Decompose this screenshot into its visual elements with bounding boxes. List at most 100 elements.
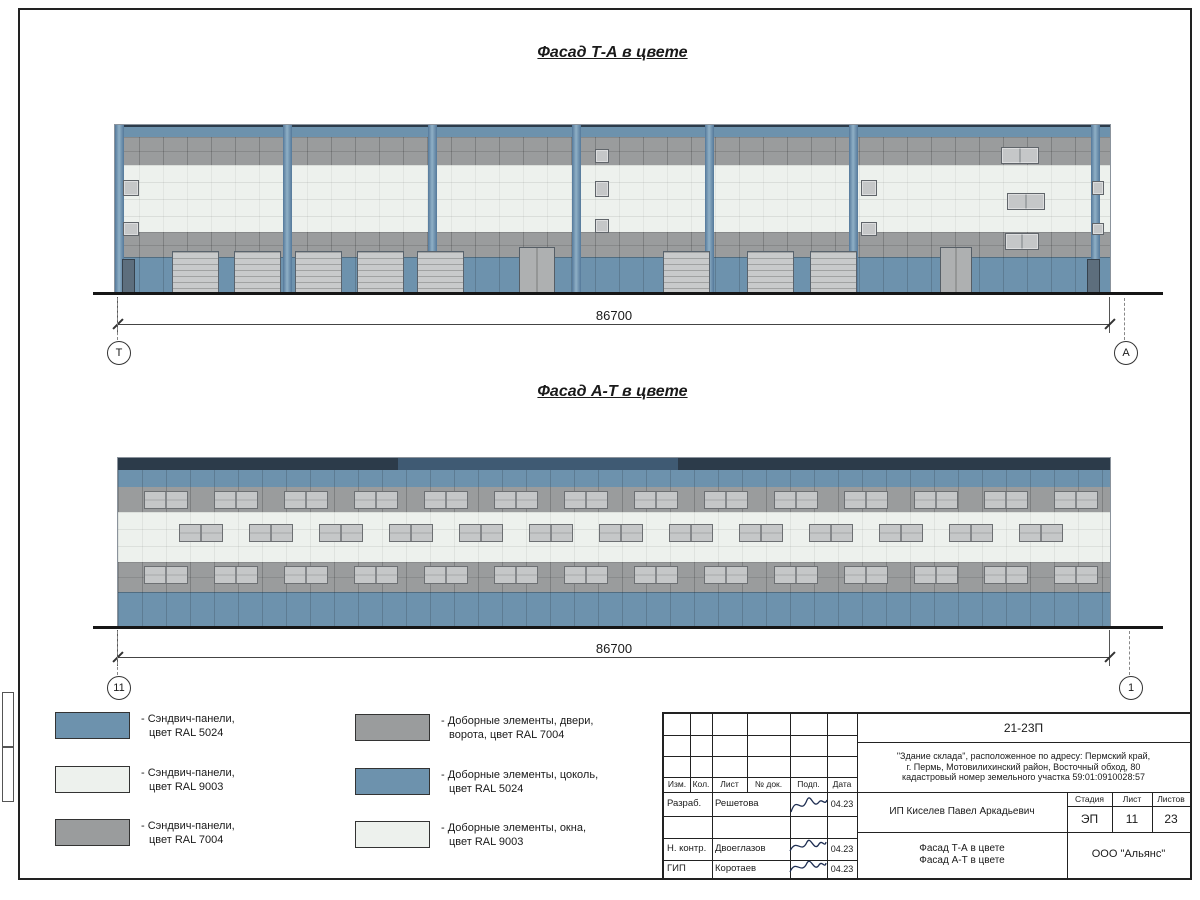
stage-header: Стадия	[1075, 793, 1104, 804]
legend-swatch-gray	[55, 819, 130, 846]
stamp-line	[790, 714, 791, 878]
extension-line	[1109, 630, 1110, 666]
dimension-line-2	[118, 657, 1110, 658]
f2-window-row1	[424, 491, 468, 509]
axis-leader	[1129, 631, 1130, 675]
f2-window-row1	[984, 491, 1028, 509]
f1-door	[519, 247, 555, 293]
sheets-total: 23	[1164, 811, 1178, 826]
stamp-line	[1067, 806, 1190, 807]
stamp-line	[1112, 792, 1113, 832]
stamp-line	[664, 735, 857, 736]
sheet-number: 11	[1125, 811, 1139, 826]
legend-label: - Доборные элементы, двери,	[441, 715, 594, 727]
stamp-col-data: Дата	[832, 779, 852, 790]
stamp-line	[664, 838, 857, 839]
f1-pilaster	[283, 125, 292, 293]
sheet-header: Лист	[1122, 793, 1142, 804]
stamp-line	[1152, 792, 1153, 832]
f2-window-row1	[844, 491, 888, 509]
stamp-col-kol: Кол.	[692, 779, 710, 790]
f1-pilaster	[572, 125, 581, 293]
stamp-col-izm: Изм.	[667, 779, 687, 790]
stamp-name: Коротаев	[715, 863, 757, 875]
facade-at-title: Фасад А-Т в цвете	[537, 383, 688, 400]
f1-pilaster	[705, 125, 714, 293]
f2-window-row2	[249, 524, 293, 542]
stamp-line	[857, 832, 1190, 833]
f2-window-row3	[844, 566, 888, 584]
f2-window-row2	[459, 524, 503, 542]
f1-pilaster	[115, 125, 124, 293]
f2-window-row3	[144, 566, 188, 584]
stamp-line	[664, 860, 857, 861]
stamp-col-list: Лист	[720, 779, 739, 790]
f2-band-gray-top	[118, 487, 1110, 512]
signature-icon	[789, 860, 827, 873]
axis-marker-11: 11	[107, 676, 131, 700]
f2-window-row3	[984, 566, 1028, 584]
stamp-line	[712, 714, 713, 878]
f2-window-row2	[949, 524, 993, 542]
sheet-title: Фасад Т-А в цвете Фасад А-Т в цвете	[919, 843, 1005, 866]
f1-window	[861, 222, 877, 236]
f2-window-row2	[389, 524, 433, 542]
legend-swatch-white	[55, 766, 130, 793]
f2-window-row1	[1054, 491, 1098, 509]
stamp-role: ГИП	[667, 863, 686, 875]
legend-label: - Сэндвич-панели,	[141, 713, 235, 725]
f1-gate	[663, 251, 710, 293]
legend-label: - Доборные элементы, окна,	[441, 822, 586, 834]
f2-band-gray-bottom	[118, 562, 1110, 592]
f1-band-white	[115, 165, 1110, 232]
f1-cornice	[115, 125, 1110, 137]
f2-window-row1	[144, 491, 188, 509]
margin-box	[2, 692, 14, 747]
stamp-line	[747, 714, 748, 792]
f1-gate	[747, 251, 794, 293]
f1-window	[595, 181, 609, 197]
ground-line-2	[93, 626, 1163, 629]
f1-gate	[172, 251, 219, 293]
stamp-line	[664, 816, 857, 817]
f2-window-row3	[634, 566, 678, 584]
f1-gate	[417, 251, 464, 293]
client-name: ИП Киселев Павел Аркадьевич	[889, 806, 1035, 817]
f2-window-row1	[494, 491, 538, 509]
f2-window-row3	[914, 566, 958, 584]
stamp-role: Разраб.	[667, 798, 702, 810]
legend-swatch-blue	[355, 768, 430, 795]
sheets-header: Листов	[1157, 793, 1185, 804]
f1-door	[940, 247, 972, 293]
dimension-label-2: 86700	[564, 641, 664, 656]
stamp-line	[664, 792, 1190, 793]
axis-leader	[117, 298, 118, 340]
legend-item: - Сэндвич-панели,цвет RAL 5024	[55, 712, 235, 740]
f2-window-row3	[774, 566, 818, 584]
stamp-name: Двоеглазов	[715, 843, 766, 855]
f2-window-row3	[424, 566, 468, 584]
f1-window	[1001, 147, 1039, 164]
project-description: "Здание склада", расположенное по адресу…	[896, 750, 1151, 783]
f2-window-row2	[319, 524, 363, 542]
f2-window-row2	[809, 524, 853, 542]
axis-leader	[117, 631, 118, 675]
stamp-date: 04.23	[830, 843, 854, 854]
stamp-date: 04.23	[830, 798, 854, 809]
f1-window	[1005, 233, 1039, 250]
margin-box	[2, 747, 14, 802]
legend-swatch-white	[355, 821, 430, 848]
f1-window	[1092, 223, 1104, 235]
stamp-role: Н. контр.	[667, 843, 707, 855]
stamp-line	[827, 714, 828, 878]
f2-window-row1	[564, 491, 608, 509]
legend-label: - Доборные элементы, цоколь,	[441, 769, 599, 781]
f2-window-row1	[354, 491, 398, 509]
f1-gate	[295, 251, 342, 293]
f2-window-row2	[179, 524, 223, 542]
f1-pilaster	[1091, 125, 1100, 293]
f2-window-row1	[914, 491, 958, 509]
stamp-line	[857, 742, 1190, 743]
axis-marker-1: 1	[1119, 676, 1143, 700]
